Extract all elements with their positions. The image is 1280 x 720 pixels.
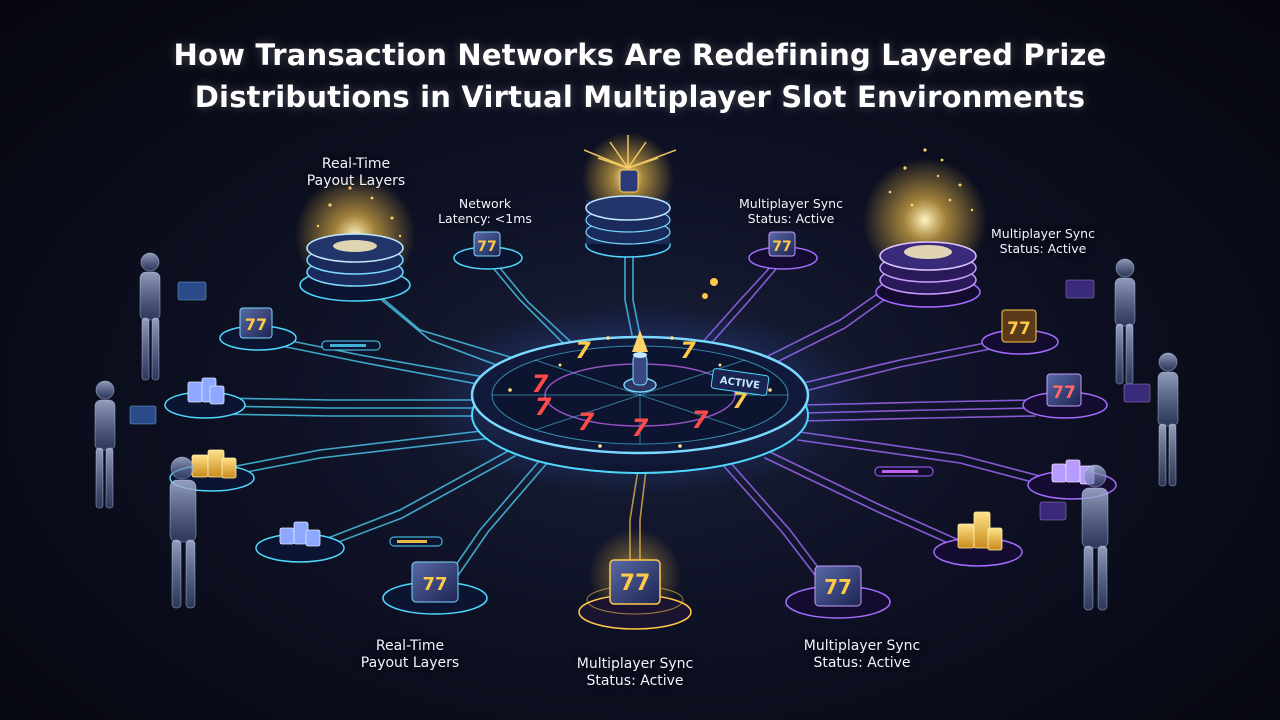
label-sync-bottom-center-line1: Multiplayer Sync: [576, 656, 694, 672]
slot-cube-icon: [411, 561, 459, 603]
wheel-symbol-8: 7: [732, 389, 748, 414]
label-sync-bottom-center: Multiplayer Sync Status: Active: [555, 656, 715, 690]
wheel-symbol-7: 7: [692, 406, 709, 434]
label-sync-top-right-line2: Status: Active: [999, 241, 1087, 256]
label-latency-line2: Latency: <1ms: [438, 211, 532, 226]
player-right-mid: [1123, 352, 1179, 487]
slot-cube-icon: [239, 307, 273, 339]
coin-node-left: [164, 377, 246, 419]
link-gold-right-2: [764, 457, 969, 553]
svg-text:77: 77: [477, 239, 496, 255]
wheel-symbol-3: 7: [532, 370, 549, 398]
slot-cube-node-latency: 77: [453, 231, 523, 270]
svg-text:77: 77: [1007, 319, 1031, 339]
player-right-bottom: [1039, 464, 1109, 611]
label-sync-top-right: Multiplayer Sync Status: Active: [968, 226, 1118, 256]
wheel-symbol-2: 7: [680, 339, 696, 364]
label-sync-top-center: Multiplayer Sync Status: Active: [716, 196, 866, 226]
slot-cube-icon: [1046, 373, 1082, 407]
wheel-symbol-5: 7: [578, 408, 595, 436]
label-sync-bottom-right-line2: Status: Active: [813, 655, 911, 671]
player-left-mid: [94, 380, 157, 509]
svg-text:77: 77: [824, 575, 852, 599]
slot-cube-node-bottom-right: 77: [785, 565, 891, 619]
svg-text:77: 77: [422, 574, 447, 595]
player-right-top: [1065, 258, 1136, 385]
slot-cube-node-left-upper: 77: [219, 307, 297, 351]
coin-stack-icon: [279, 521, 321, 547]
coin-stack-icon: [957, 511, 1003, 551]
svg-text:77: 77: [1052, 383, 1076, 403]
slot-cube-icon: [768, 231, 796, 257]
slot-cube-icon: [814, 565, 862, 607]
slot-cube-node-sync-top: 77: [748, 231, 818, 270]
slot-cube-node-bottom-left: 77: [382, 561, 488, 615]
slot-cube-node-bottom-center: 77: [578, 529, 692, 630]
coin-node-gold-right: [933, 511, 1023, 567]
link-cube-bottom-left-2: [447, 461, 549, 591]
label-sync-top-center-line2: Status: Active: [747, 211, 835, 226]
packet-bars: [321, 340, 934, 547]
slot-cube-icon: [609, 559, 661, 605]
coin-node-lower-left: [255, 521, 345, 563]
label-sync-bottom-right-line1: Multiplayer Sync: [803, 638, 921, 654]
wheel-symbol-6: 7: [632, 414, 649, 442]
sparkle-particles: [316, 148, 974, 238]
svg-text:77: 77: [772, 239, 791, 255]
link-coins-lower-left-2: [311, 455, 516, 553]
link-coins-lower-left: [309, 449, 511, 546]
label-payout-bottom-line1: Real-Time: [375, 638, 445, 654]
link-coins-right: [799, 431, 1056, 481]
wheel-symbol-4: 7: [535, 393, 552, 421]
link-gold-left-2: [214, 437, 493, 479]
label-latency: Network Latency: <1ms: [420, 196, 550, 226]
label-sync-top-right-line1: Multiplayer Sync: [991, 226, 1095, 241]
svg-text:77: 77: [620, 571, 651, 596]
player-figure-icon: [94, 252, 1179, 611]
label-sync-bottom-center-line2: Status: Active: [586, 673, 684, 689]
player-left-top: [139, 252, 207, 381]
label-payout-top: Real-Time Payout Layers: [286, 156, 426, 190]
link-coins-right-2: [797, 439, 1056, 489]
prize-tower-center: [582, 132, 677, 258]
wheel-pointer-icon: [632, 330, 648, 352]
prize-tower-left: [295, 175, 415, 302]
spin-wheel-hub: 7 7 7 7 7 7 7 7 ACTIVE: [410, 278, 870, 495]
label-payout-top-line2: Payout Layers: [306, 173, 406, 189]
slot-cube-icon: [473, 231, 501, 257]
slot-cube-icon: [1001, 309, 1037, 343]
label-sync-bottom-right: Multiplayer Sync Status: Active: [782, 638, 942, 672]
title-line-1: How Transaction Networks Are Redefining …: [173, 38, 1107, 72]
label-latency-line1: Network: [458, 196, 512, 211]
label-payout-bottom-line2: Payout Layers: [360, 655, 460, 671]
label-payout-bottom: Real-Time Payout Layers: [340, 638, 480, 672]
title-line-2: Distributions in Virtual Multiplayer Slo…: [194, 80, 1086, 114]
svg-text:77: 77: [245, 315, 267, 334]
coin-stack-icon: [187, 377, 225, 405]
player-left-bottom: [169, 456, 197, 609]
label-payout-top-line1: Real-Time: [321, 156, 391, 172]
slot-cube-node-right-mid: 77: [1022, 373, 1108, 419]
coin-stack-icon: [191, 449, 237, 479]
label-sync-top-center-line1: Multiplayer Sync: [739, 196, 843, 211]
wheel-symbol-1: 7: [575, 339, 591, 364]
wheel-status-panel: [710, 368, 770, 396]
prize-tower-right: [863, 158, 987, 308]
link-cube-bottom-right-2: [721, 463, 829, 593]
link-gold-right: [769, 451, 971, 546]
slot-cube-node-right-upper: 77: [981, 309, 1059, 355]
page-title: How Transaction Networks Are Redefining …: [0, 34, 1280, 118]
